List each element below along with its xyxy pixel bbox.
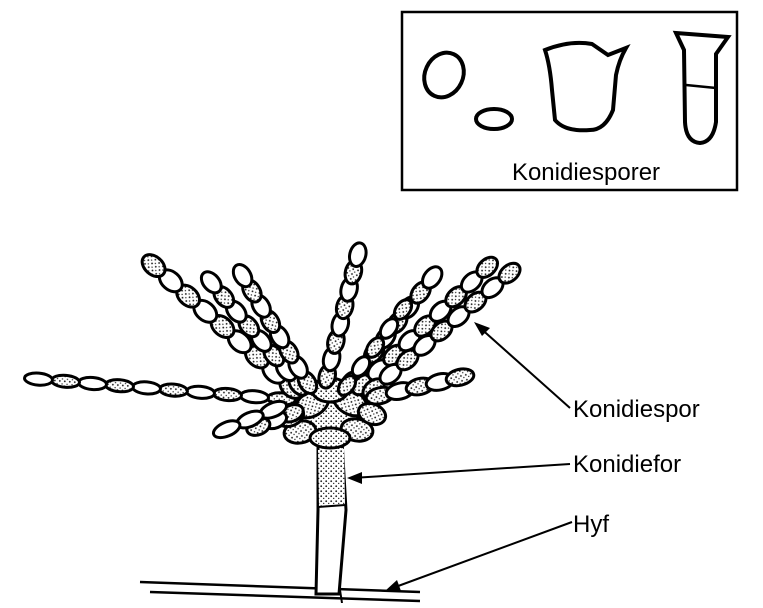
chain-spore <box>24 372 53 386</box>
inset-panel: Konidiesporer <box>402 12 737 190</box>
conidiophore-arrow <box>347 464 570 484</box>
head-cell <box>310 428 350 448</box>
spore-oval-small <box>476 109 512 129</box>
label-konidiefor: Konidiefor <box>573 451 681 478</box>
spore-arrow <box>474 322 570 408</box>
chain-spore <box>347 241 368 268</box>
spore-chains <box>24 241 524 441</box>
chain-spore <box>211 417 242 441</box>
spore-oval-large <box>417 46 471 104</box>
chain-spore <box>78 376 107 390</box>
spore-cup <box>545 43 626 130</box>
chain-spore <box>213 387 242 401</box>
chain-spore <box>105 379 134 393</box>
chain-spore <box>51 374 80 388</box>
inset-caption: Konidiesporer <box>512 159 660 186</box>
chain-spore <box>132 381 161 395</box>
conidiophore-stalk <box>316 440 346 594</box>
chain-spore <box>159 383 188 397</box>
label-konidiespor: Konidiespor <box>573 396 700 423</box>
chain-spore <box>240 390 269 404</box>
spore-cylinder <box>676 33 728 143</box>
chain-spore <box>186 385 215 399</box>
hypha-arrow <box>385 522 572 591</box>
label-hyf: Hyf <box>573 511 609 538</box>
hypha-line <box>140 582 420 603</box>
chain-spore <box>445 366 476 388</box>
